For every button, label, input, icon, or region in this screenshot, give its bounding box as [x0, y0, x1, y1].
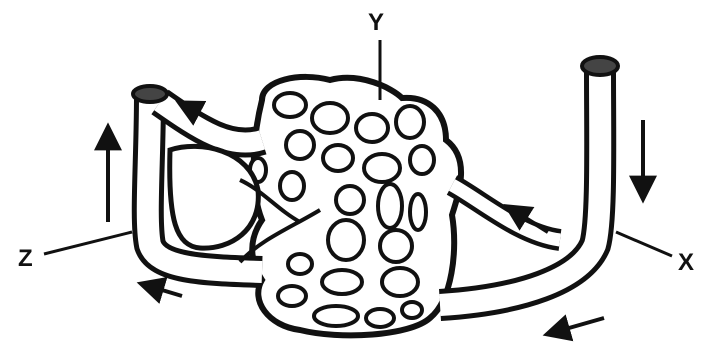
label-z: Z [18, 245, 33, 272]
left-vessel-loop [170, 146, 259, 248]
right-vessel-opening [582, 57, 618, 75]
label-y: Y [368, 9, 384, 36]
arrow-bottom-right [548, 318, 604, 334]
arrow-left-bottom [142, 284, 182, 296]
leader-x [616, 232, 672, 256]
left-vessel-opening [133, 86, 167, 102]
leader-z [44, 232, 132, 254]
label-x: X [678, 249, 694, 276]
right-vessel [440, 57, 618, 305]
